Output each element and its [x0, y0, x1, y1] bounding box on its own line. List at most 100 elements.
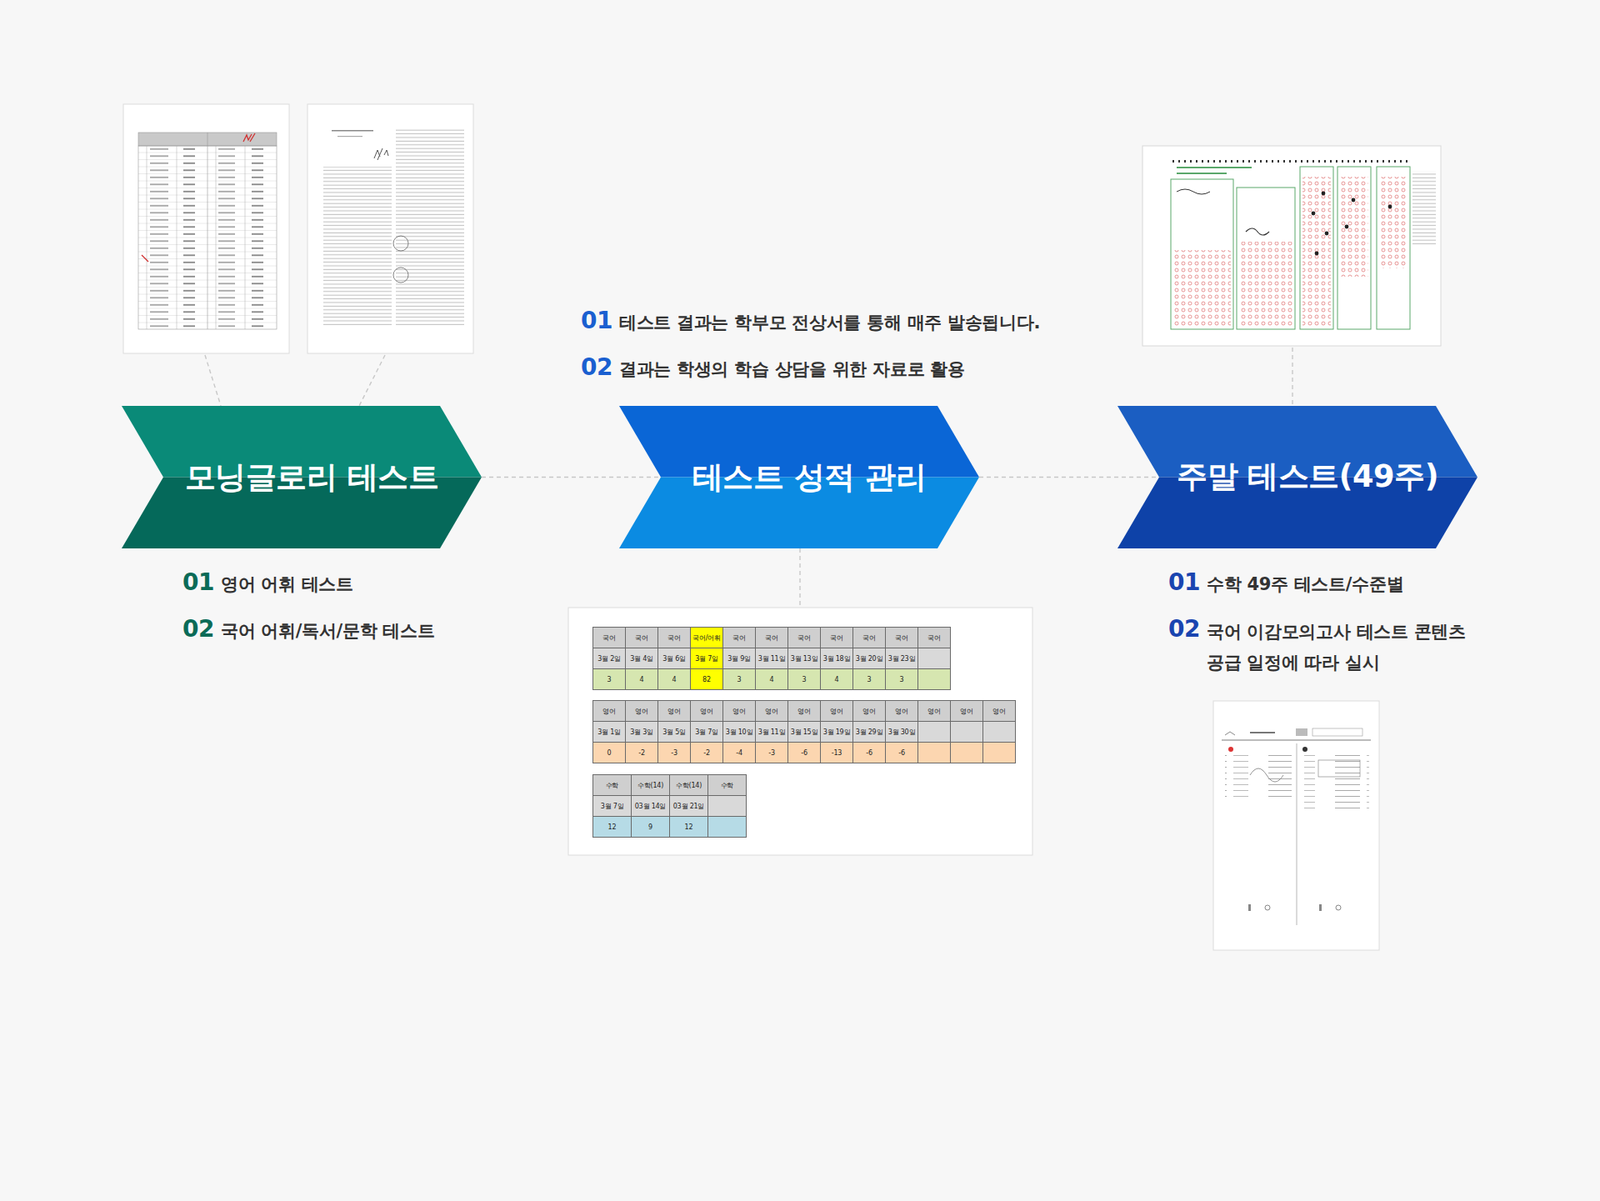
table-cell — [707, 795, 747, 817]
table-cell: 영어 — [982, 700, 1016, 722]
table-cell: 03월 21일 — [669, 795, 709, 817]
table-cell-text: 영어 — [765, 706, 779, 716]
table-cell-text: -6 — [800, 749, 808, 757]
callout-number: 01 — [1168, 568, 1200, 596]
table-cell-text: 3월 11일 — [758, 727, 786, 737]
table-cell: 12 — [592, 815, 632, 838]
table-cell-text: 영어 — [635, 706, 649, 716]
table-cell-text: 3월 4일 — [630, 654, 654, 664]
table-cell: -13 — [820, 741, 854, 764]
chevron-label-box: 모닝글로리 테스트 — [121, 405, 482, 549]
table-cell: 12 — [669, 815, 709, 838]
table-cell-text: 3 — [900, 675, 905, 684]
table-cell — [707, 815, 747, 838]
table-cell-text: 영어 — [992, 706, 1006, 716]
table-cell-text: 03월 21일 — [673, 801, 705, 811]
table-cell: 3 — [722, 668, 756, 690]
chevron-label-box: 주말 테스트(49주) — [1117, 405, 1478, 549]
table-cell-text: 영어 — [862, 706, 876, 716]
table-cell: 영어 — [755, 700, 789, 722]
table-cell: -2 — [690, 741, 724, 764]
table-cell-text: 3월 19일 — [823, 727, 851, 737]
table-cell: 3월 5일 — [657, 720, 691, 743]
table-cell-text: 영어 — [797, 706, 811, 716]
table-cell — [950, 741, 984, 764]
table-cell-text: 3월 29일 — [855, 727, 884, 737]
table-cell-text: 3월 11일 — [758, 654, 786, 664]
table-cell: 3월 3일 — [625, 720, 659, 743]
dashed-connector — [979, 476, 1160, 478]
callout-number: 01 — [580, 306, 613, 335]
table-cell: 3월 11일 — [755, 647, 789, 670]
callout-number: 02 — [1168, 615, 1200, 643]
table-cell-text: 3월 9일 — [727, 654, 751, 664]
table-cell-text: 수학(14) — [637, 780, 664, 790]
dashed-connector — [481, 476, 661, 478]
table-cell — [917, 741, 951, 764]
table-cell: 3 — [885, 668, 919, 690]
table-cell-text: 국어 — [732, 633, 746, 643]
table-cell-text: 수학(14) — [675, 780, 702, 790]
reading-test-thumbnail — [307, 104, 474, 354]
table-cell: 국어 — [885, 626, 919, 649]
table-cell-text: 영어 — [830, 706, 844, 716]
text-row: 01테스트 결과는 학부모 전상서를 통해 매주 발송됩니다. — [580, 306, 1040, 335]
table-cell: 영어 — [592, 700, 626, 722]
table-cell-text: -4 — [735, 749, 743, 757]
table-cell: 3월 18일 — [820, 647, 854, 670]
chevron-label-box: 테스트 성적 관리 — [619, 405, 980, 549]
table-cell: 영어 — [625, 700, 659, 722]
table-cell-text: 3월 7일 — [695, 727, 719, 737]
table-cell: 영어 — [917, 700, 951, 722]
table-cell: 3월 10일 — [722, 720, 756, 743]
table-cell: 수학 — [707, 774, 747, 796]
table-cell: 국어 — [787, 626, 821, 649]
table-cell-text: 영어 — [700, 706, 714, 716]
table-cell-text: 영어 — [895, 706, 909, 716]
chevron-band: 모닝글로리 테스트 — [121, 405, 482, 549]
score-table-panel — [568, 607, 1033, 855]
table-cell: 영어 — [950, 700, 984, 722]
table-cell-text: 국어 — [765, 633, 779, 643]
table-cell: 3월 1일 — [592, 720, 626, 743]
table-cell: 3월 7일 — [592, 795, 632, 817]
description-text: 수학 49주 테스트/수준별 — [1206, 572, 1404, 596]
description-text: 국어 어휘/독서/문학 테스트 — [220, 619, 435, 643]
table-cell: 영어 — [885, 700, 919, 722]
table-cell-text: -6 — [898, 749, 905, 757]
chevron-band: 테스트 성적 관리 — [619, 405, 980, 549]
table-cell: 4 — [625, 668, 659, 690]
table-cell: 3월 9일 — [722, 647, 756, 670]
table-cell-text: 국어 — [797, 633, 811, 643]
text-row: 02결과는 학생의 학습 상담을 위한 자료로 활용 — [580, 353, 965, 381]
table-cell — [917, 647, 951, 670]
table-cell: 3 — [592, 668, 626, 690]
table-cell: 4 — [657, 668, 691, 690]
table-cell-text: -2 — [703, 749, 710, 757]
table-cell: 3월 4일 — [625, 647, 659, 670]
table-cell: 3월 23일 — [885, 647, 919, 670]
table-cell-text: 3월 7일 — [600, 801, 625, 811]
text-row: 01수학 49주 테스트/수준별 — [1168, 568, 1404, 596]
table-cell-text: 3월 23일 — [888, 654, 916, 664]
table-cell-text: 국어/어휘 — [692, 633, 721, 643]
table-cell-text: 3 — [607, 675, 612, 684]
table-cell: -6 — [852, 741, 886, 764]
table-cell-text: 4 — [770, 675, 775, 684]
table-cell: 3월 7일 — [690, 647, 724, 670]
table-cell-text: 3월 18일 — [823, 654, 851, 664]
table-cell-text: 영어 — [732, 706, 746, 716]
table-cell-text: 국어 — [635, 633, 649, 643]
callout-number: 01 — [182, 568, 215, 596]
table-cell-text: 3월 15일 — [790, 727, 819, 737]
table-cell: 영어 — [690, 700, 724, 722]
table-cell: -6 — [787, 741, 821, 764]
table-cell: 03월 14일 — [630, 795, 670, 817]
table-cell-text: 3월 6일 — [662, 654, 686, 664]
table-cell: -3 — [755, 741, 789, 764]
table-cell-text: 3월 1일 — [597, 727, 621, 737]
table-cell-text: 국어 — [862, 633, 876, 643]
table-cell-text: 12 — [685, 823, 694, 831]
